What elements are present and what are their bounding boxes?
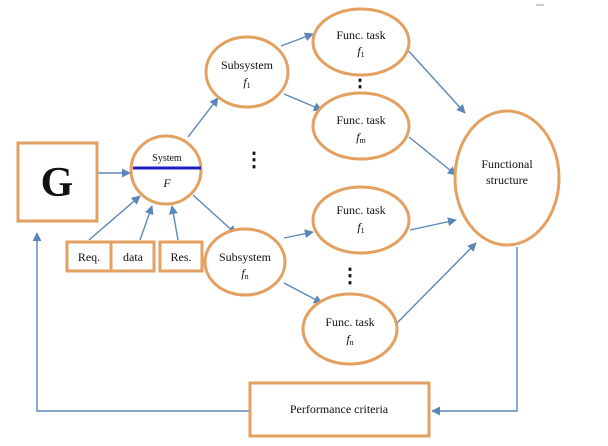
- system-title: System: [152, 153, 182, 164]
- subsystem-n-title: Subsystem: [219, 250, 272, 264]
- arrow-subsystem-n-to-task-bottom-n: [283, 282, 323, 304]
- functional-structure-node: [453, 109, 561, 247]
- functional-structure-line1: Functional: [481, 157, 533, 171]
- arrows: [32, 32, 518, 416]
- system-symbol: F: [162, 176, 171, 190]
- arrow-req-to-system: [88, 195, 141, 241]
- req-box: [65, 240, 113, 273]
- system-node: [129, 134, 203, 206]
- task-top-1-node: [311, 7, 411, 77]
- subsystem-n-symbol: fn: [241, 266, 248, 281]
- task-bottom-n-node: [301, 292, 399, 366]
- arrow-task-top-1-to-structure: [404, 46, 466, 114]
- res-label: Res.: [171, 250, 192, 264]
- subsystem-1-title: Subsystem: [221, 58, 274, 72]
- arrow-task-bottom-1-to-structure: [409, 217, 457, 231]
- task-bottom-1-title: Func. task: [336, 203, 385, 217]
- arrow-task-bottom-n-to-structure: [396, 242, 477, 324]
- arrow-performance-to-g: [32, 232, 249, 412]
- subsystem-1-symbol: f1: [243, 75, 250, 90]
- task-bottom-ellipsis: ⋮: [340, 265, 360, 287]
- performance-criteria-label: Performance criteria: [290, 402, 389, 416]
- g-label: G: [41, 160, 74, 206]
- arrow-subsystem-n-to-task-bottom-1: [283, 229, 314, 239]
- task-bottom-1-symbol: f1: [357, 220, 364, 235]
- task-bottom-n-title: Func. task: [325, 315, 374, 329]
- task-bottom-n-symbol: fn: [346, 332, 353, 347]
- task-bottom-1-node: [311, 185, 411, 255]
- data-box: [109, 240, 156, 273]
- task-top-m-title: Func. task: [336, 113, 385, 127]
- arrow-system-to-subsystem-1: [187, 97, 219, 138]
- task-top-1-symbol: f1: [357, 44, 364, 59]
- data-label: data: [123, 250, 144, 264]
- arrow-subsystem-1-to-task-top-m: [283, 93, 323, 112]
- arrow-system-to-subsystem-n: [192, 194, 237, 235]
- g-box: [16, 141, 99, 223]
- arrow-structure-to-performance: [431, 247, 518, 416]
- task-top-1-title: Func. task: [336, 28, 385, 42]
- performance-criteria-box: [248, 381, 431, 438]
- task-top-m-symbol: fm: [356, 130, 366, 145]
- functional-structure-line2: structure: [486, 173, 528, 187]
- task-top-m-node: [311, 91, 411, 161]
- res-box: [158, 240, 204, 273]
- subsystems-ellipsis: ⋮: [244, 149, 264, 171]
- arrow-task-top-m-to-structure: [408, 136, 457, 176]
- req-label: Req.: [78, 250, 100, 264]
- arrow-res-to-system: [168, 205, 179, 241]
- subsystem-n-node: [203, 227, 287, 297]
- input-boxes: Req. data Res.: [65, 240, 204, 273]
- subsystem-1-node: [204, 35, 290, 109]
- arrow-data-to-system: [139, 205, 154, 241]
- arrow-subsystem-1-to-task-top-1: [280, 32, 314, 47]
